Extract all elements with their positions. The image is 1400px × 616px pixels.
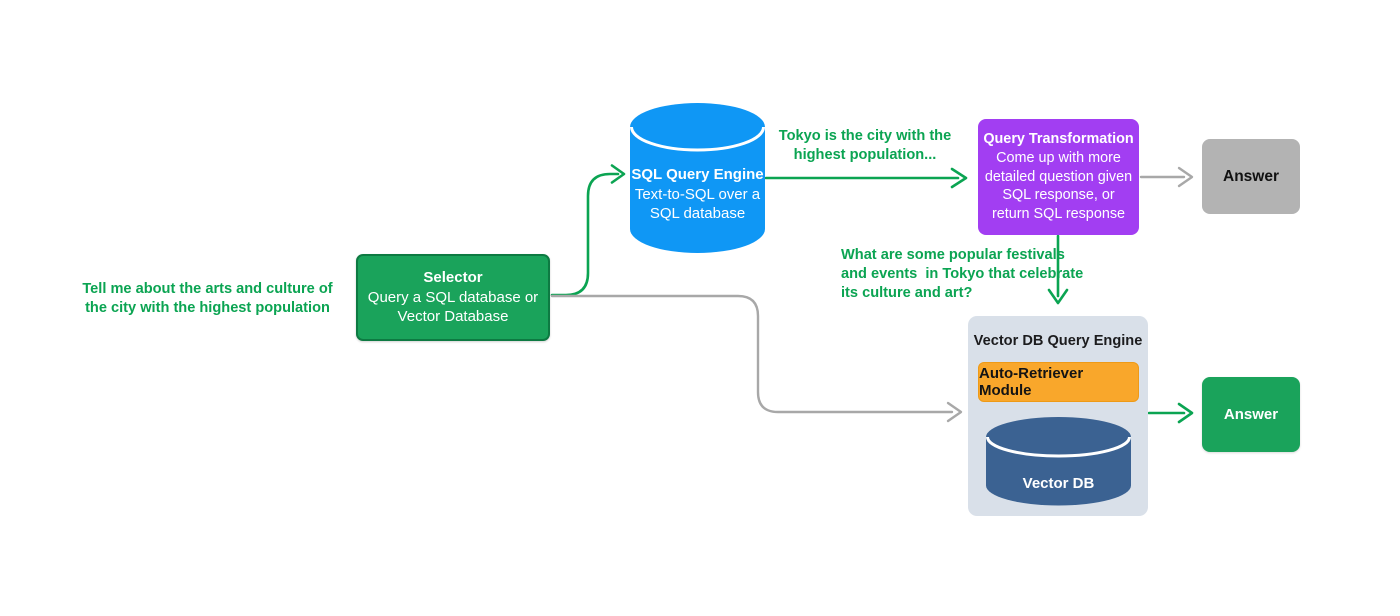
arrow-query-transformation-to-answer <box>1139 166 1194 188</box>
transformed-question-label: What are some popular festivals and even… <box>841 247 1084 301</box>
database-cylinder-icon <box>986 417 1131 506</box>
arrowhead-icon <box>1177 166 1194 188</box>
query-transformation-node: Query Transformation Come up with more d… <box>978 119 1139 235</box>
sql-engine-desc-line: SQL database <box>649 205 746 222</box>
selector-desc-line: Query a SQL database or <box>367 288 539 306</box>
arrow-sql-engine-to-query-transformation <box>764 167 968 189</box>
arrow-selector-to-vector-engine <box>550 294 963 423</box>
arrow-vector-engine-to-answer <box>1147 402 1194 424</box>
vector-answer-label: Answer <box>1223 406 1279 423</box>
user-query-label: Tell me about the arts and culture of th… <box>82 281 333 316</box>
arrowhead-icon <box>946 401 963 423</box>
selector-desc-line: Vector Database <box>397 308 509 326</box>
query-transformation-desc-line: return SQL response <box>991 206 1126 223</box>
arrowhead-icon <box>1177 402 1194 424</box>
sql-query-engine-node: SQL Query Engine Text-to-SQL over a SQL … <box>630 103 765 253</box>
sql-response-label: Tokyo is the city with the highest popul… <box>778 128 952 163</box>
database-cylinder-icon <box>630 103 765 253</box>
sql-engine-desc-line: Text-to-SQL over a <box>634 185 761 203</box>
vector-db-node: Vector DB <box>986 417 1131 506</box>
arrowhead-icon <box>950 167 968 189</box>
auto-retriever-label: Auto-Retriever Module <box>979 365 1084 399</box>
selector-node: Selector Query a SQL database or Vector … <box>356 254 550 341</box>
vector-answer-node: Answer <box>1202 377 1300 452</box>
query-transformation-desc-line: SQL response, or <box>1002 187 1115 204</box>
vector-db-label: Vector DB <box>1022 475 1095 492</box>
selector-title: Selector <box>423 269 483 287</box>
sql-engine-title: SQL Query Engine <box>631 166 764 183</box>
auto-retriever-module-node: Auto-Retriever Module <box>978 362 1139 402</box>
arrow-selector-to-sql-engine <box>550 164 626 297</box>
query-transformation-desc-line: Come up with more <box>996 149 1121 166</box>
vector-engine-title: Vector DB Query Engine <box>973 333 1143 349</box>
sql-answer-label: Answer <box>1223 167 1279 185</box>
sql-answer-node: Answer <box>1202 139 1300 214</box>
query-transformation-desc-line: detailed question given <box>984 168 1133 185</box>
query-transformation-title: Query Transformation <box>983 130 1134 147</box>
